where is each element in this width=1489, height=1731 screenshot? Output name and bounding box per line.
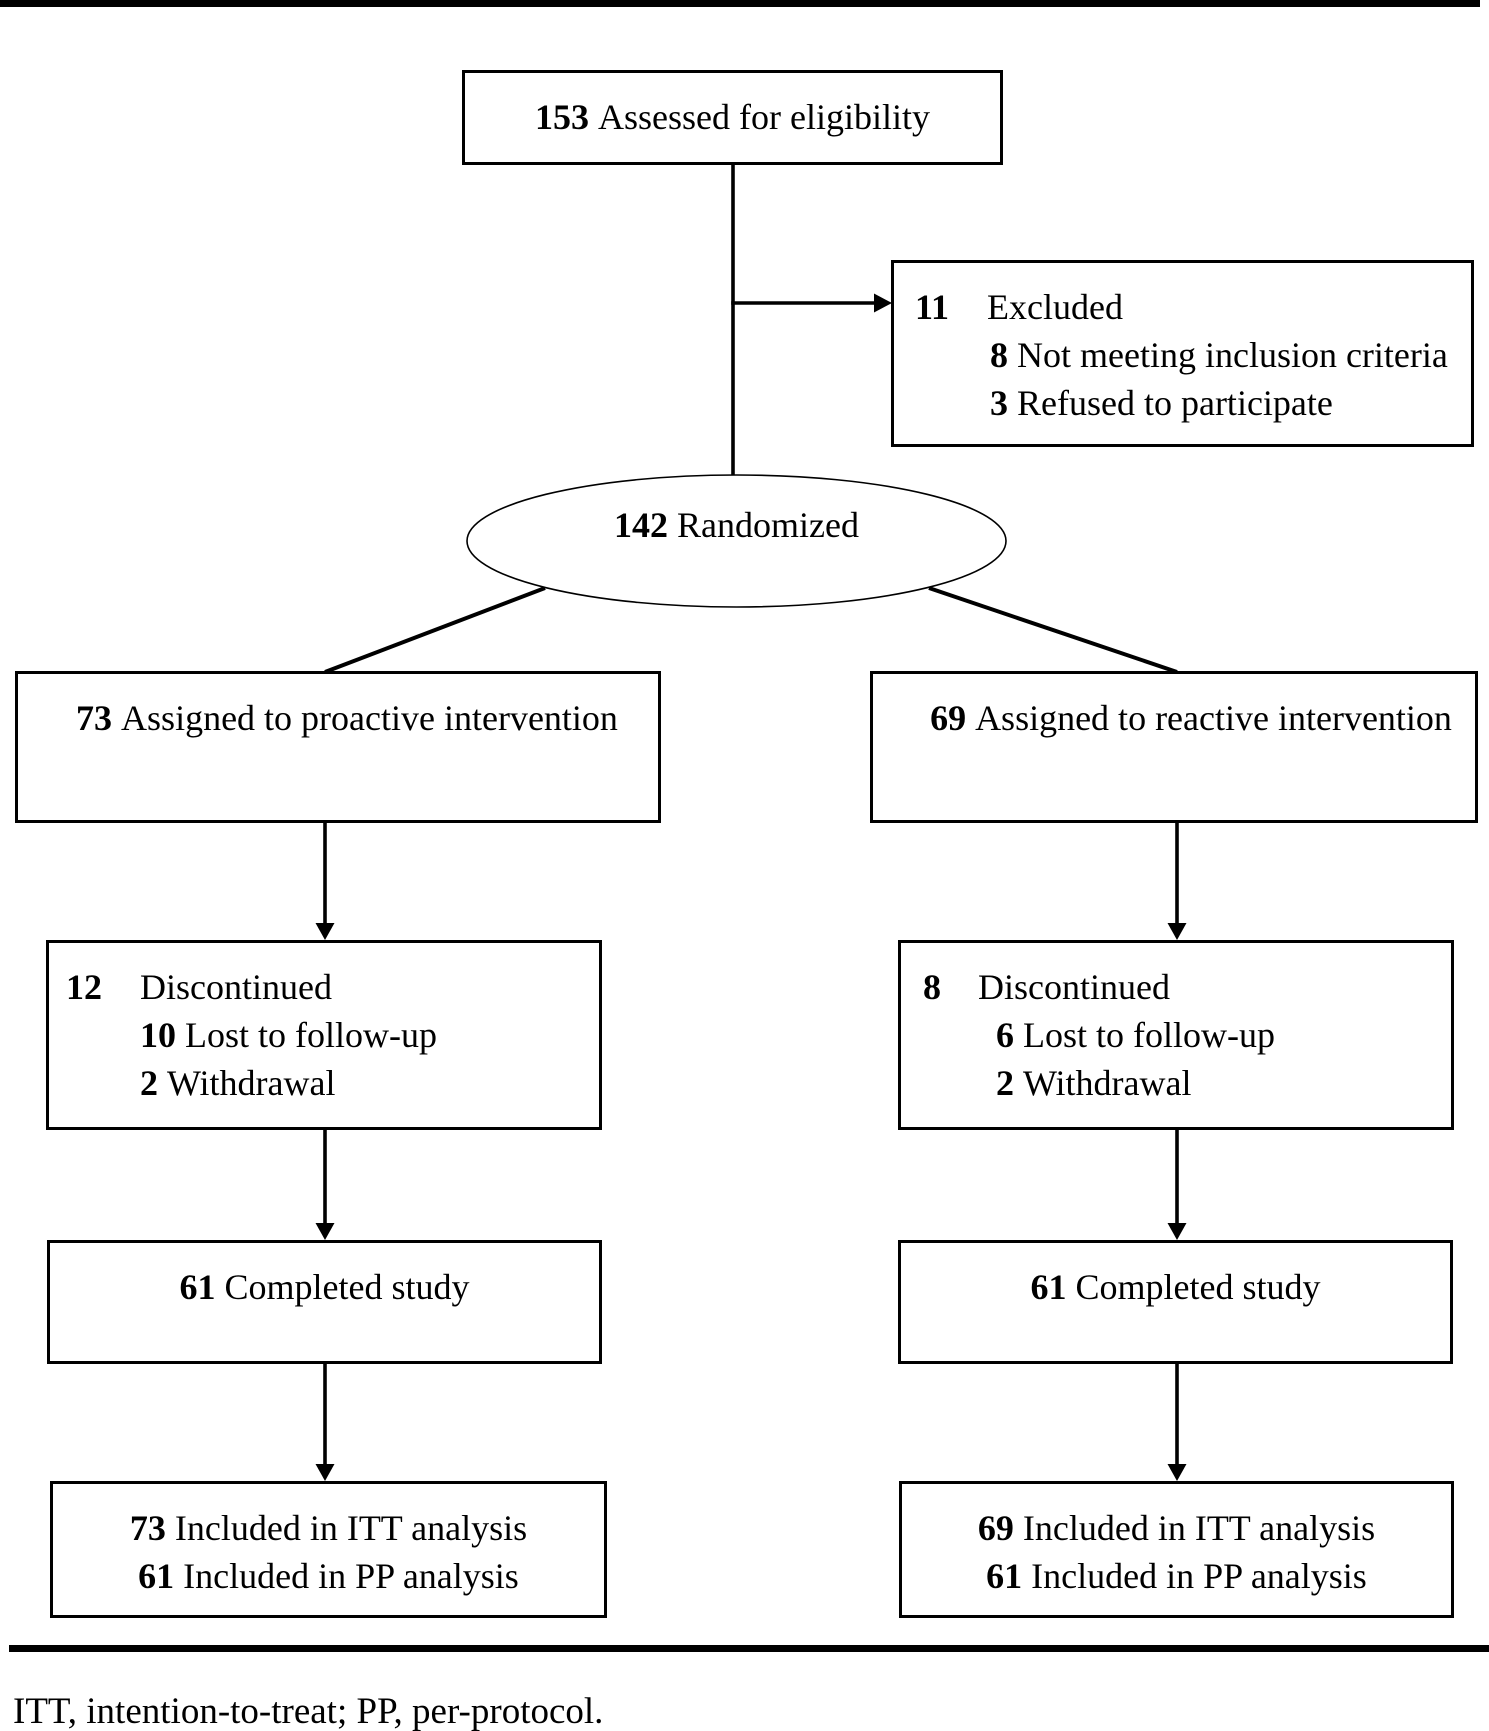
analysis-proactive-itt-count: 73 [129,1508,166,1548]
arrowhead-analysis-pro [315,1464,335,1481]
discontinued-reactive-item-count: 6 [996,1015,1014,1055]
discontinued-reactive-text: 8 Discontinued [901,963,1451,1011]
arrowhead-excluded [874,293,892,313]
discontinued-proactive-item-label: Lost to follow-up [185,1015,437,1055]
analysis-proactive-pp-label: Included in PP analysis [183,1556,519,1596]
bottom-rule [9,1645,1489,1652]
discontinued-proactive-count: 12 [66,967,102,1007]
excluded-text: 11 Excluded [894,283,1471,331]
discontinued-reactive-item-label: Withdrawal [1023,1063,1192,1103]
discontinued-reactive-count: 8 [923,967,941,1007]
arrowhead-discont-pro [315,923,335,940]
arrowhead-completed-pro [315,1223,335,1240]
arrowhead-analysis-re [1167,1464,1187,1481]
excluded-item-label: Refused to participate [1017,383,1333,423]
assigned-reactive-label: Assigned to reactive intervention [975,698,1452,738]
randomized-count: 142 [614,505,669,545]
randomized-label: Randomized [677,505,859,545]
connector-randomized-to-reactive [928,586,1178,674]
excluded-count: 11 [915,287,950,327]
top-rule [0,0,1480,7]
excluded-item-count: 3 [990,383,1008,423]
excluded-label: Excluded [987,287,1123,327]
discontinued-proactive-label: Discontinued [140,967,332,1007]
assigned-reactive-count: 69 [930,698,967,738]
discontinued-proactive-item-count: 10 [140,1015,176,1055]
excluded-item-count: 8 [990,335,1008,375]
connector-randomized-to-proactive [324,586,546,674]
assigned-proactive-label: Assigned to proactive intervention [121,698,618,738]
discontinued-proactive-item-label: Withdrawal [167,1063,336,1103]
analysis-proactive-itt-label: Included in ITT analysis [174,1508,528,1548]
arrowhead-discont-re [1167,923,1187,940]
analysis-reactive-pp-count: 61 [986,1556,1023,1596]
randomized-ellipse [466,474,1007,608]
completed-reactive-count: 61 [1030,1267,1067,1307]
discontinued-reactive-item-label: Lost to follow-up [1023,1015,1275,1055]
analysis-reactive-itt-count: 69 [977,1508,1014,1548]
completed-proactive-label: Completed study [224,1267,470,1307]
discontinued-reactive-item-count: 2 [996,1063,1014,1103]
discontinued-proactive-item-count: 2 [140,1063,158,1103]
discontinued-reactive-label: Discontinued [978,967,1170,1007]
analysis-proactive-pp-count: 61 [138,1556,175,1596]
completed-reactive-label: Completed study [1075,1267,1321,1307]
assigned-proactive-count: 73 [76,698,113,738]
assessed-count: 153 [535,97,590,137]
completed-proactive-count: 61 [179,1267,216,1307]
footnote: ITT, intention-to-treat; PP, per-protoco… [13,1691,604,1731]
discontinued-proactive-text: 12 Discontinued [49,963,599,1011]
assessed-label: Assessed for eligibility [598,97,930,137]
analysis-reactive-pp-label: Included in PP analysis [1031,1556,1367,1596]
arrowhead-completed-re [1167,1223,1187,1240]
excluded-item-label: Not meeting inclusion criteria [1017,335,1448,375]
analysis-reactive-itt-label: Included in ITT analysis [1022,1508,1376,1548]
